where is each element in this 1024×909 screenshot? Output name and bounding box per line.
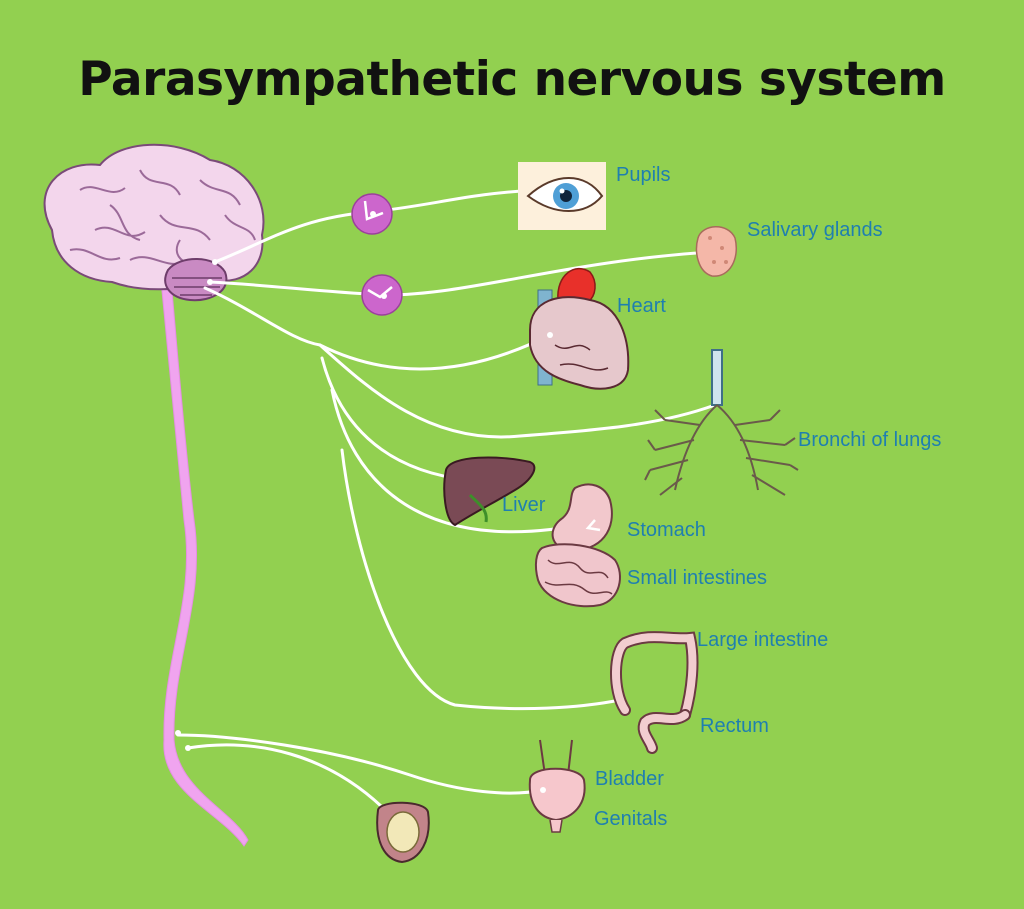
- label-salivary-glands: Salivary glands: [747, 219, 883, 241]
- small-intestines-illustration: [534, 543, 621, 608]
- liver-illustration: [443, 456, 536, 527]
- nerve-salivary: [208, 250, 712, 297]
- nerve-genitals: [186, 743, 397, 822]
- label-bladder: Bladder: [595, 768, 664, 790]
- nerve-liver: [320, 356, 470, 482]
- nerve-colon: [340, 448, 622, 711]
- nerve-lungs: [318, 343, 717, 439]
- nerve-bladder: [176, 733, 545, 795]
- label-small-intestines: Small intestines: [627, 567, 768, 589]
- heart-illustration: [529, 267, 630, 390]
- label-large-intestine: Large intestine: [697, 629, 829, 651]
- stomach-illustration: [551, 483, 613, 552]
- salivary-gland-illustration: [695, 226, 737, 277]
- label-pupils: Pupils: [616, 164, 671, 186]
- bladder-illustration: [528, 739, 586, 833]
- label-heart: Heart: [617, 295, 666, 317]
- brain-illustration: [43, 143, 265, 302]
- label-stomach: Stomach: [627, 519, 706, 541]
- spinal-cord: [159, 269, 249, 847]
- ganglion-lower: [361, 274, 403, 316]
- brain-cerebrum: [43, 143, 265, 291]
- label-liver: Liver: [502, 494, 546, 516]
- ganglion-upper: [351, 193, 393, 235]
- label-bronchi: Bronchi of lungs: [798, 429, 942, 451]
- page-title: Parasympathetic nervous system: [78, 52, 946, 107]
- eye-illustration: [518, 162, 606, 230]
- bronchi-illustration: [644, 349, 799, 496]
- nerve-stomach: [330, 388, 597, 534]
- genitals-illustration: [376, 801, 430, 864]
- large-intestine-illustration: [610, 631, 699, 754]
- nerve-heart: [203, 286, 552, 371]
- label-genitals: Genitals: [594, 808, 668, 830]
- label-rectum: Rectum: [700, 715, 769, 737]
